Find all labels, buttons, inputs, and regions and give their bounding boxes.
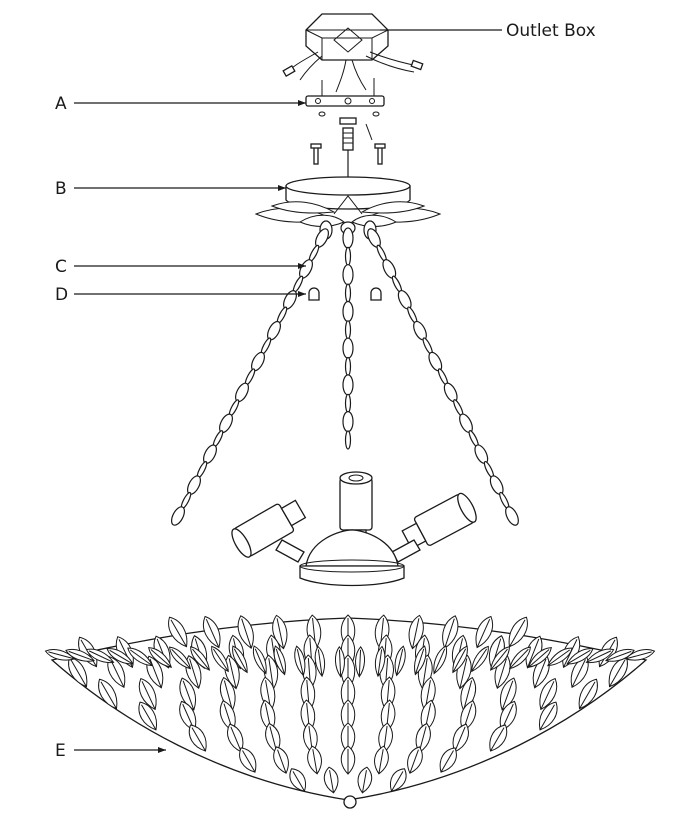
bowl-leaf bbox=[314, 645, 326, 678]
bowl-leaf bbox=[237, 615, 254, 649]
bowl-leaf bbox=[605, 648, 635, 662]
bowl-leaf bbox=[407, 746, 423, 774]
bowl-leaf bbox=[578, 678, 598, 710]
bowl-leaf bbox=[414, 645, 427, 676]
chain-link bbox=[344, 356, 352, 377]
bowl-leaf bbox=[390, 768, 407, 792]
label-b: B bbox=[55, 179, 67, 199]
bowl-leaf bbox=[168, 616, 188, 648]
bowl-leaf bbox=[227, 723, 244, 753]
chain-link bbox=[342, 411, 354, 433]
bowl-leaf bbox=[211, 645, 229, 673]
finial bbox=[343, 795, 357, 809]
chain-link bbox=[344, 283, 352, 303]
label-c: C bbox=[55, 257, 67, 277]
callout-lines bbox=[74, 29, 502, 753]
bowl-leaf bbox=[452, 723, 469, 753]
bowl-leaf bbox=[452, 645, 468, 674]
chain-link bbox=[342, 300, 354, 323]
bowl-leaf bbox=[420, 699, 436, 733]
chain-loops bbox=[308, 287, 382, 301]
chain-link bbox=[344, 393, 352, 413]
bowl-leaf bbox=[185, 655, 202, 690]
bowl-leaf bbox=[106, 648, 134, 665]
chain-link bbox=[171, 506, 185, 526]
bowl-leaf bbox=[508, 646, 531, 670]
chain-link bbox=[344, 320, 352, 340]
bowl-leaf bbox=[340, 699, 356, 733]
chain-link bbox=[505, 506, 519, 526]
bowl-leaf bbox=[239, 747, 257, 773]
bowl-leaf bbox=[169, 646, 192, 670]
bowl-leaf bbox=[65, 648, 95, 662]
bowl-leaf bbox=[323, 766, 339, 794]
bowl-leaf bbox=[190, 646, 211, 671]
bowl-leaf bbox=[148, 647, 173, 668]
bowl-leaf bbox=[232, 645, 248, 674]
bowl-leaf bbox=[538, 701, 558, 731]
chain-link bbox=[342, 337, 354, 359]
bowl-leaf bbox=[294, 645, 306, 677]
bowl-leaf bbox=[475, 615, 494, 649]
bowl-leaf bbox=[355, 646, 366, 678]
bowl-leaf bbox=[442, 615, 459, 649]
bowl-leaf bbox=[138, 677, 157, 711]
chain-link bbox=[342, 374, 354, 396]
bowl-leaf bbox=[252, 645, 267, 675]
chain-link bbox=[344, 246, 352, 266]
bowl-leaf bbox=[202, 615, 221, 649]
bowl-leaf bbox=[98, 678, 118, 710]
bowl-leaf bbox=[44, 649, 76, 661]
bowl-leaf bbox=[289, 768, 306, 792]
bowl-leaf bbox=[624, 649, 656, 661]
bowl-leaf bbox=[188, 724, 207, 752]
bowl-leaf bbox=[585, 648, 615, 664]
bowl-leaf bbox=[394, 645, 406, 677]
socket-cluster bbox=[231, 471, 477, 587]
label-a: A bbox=[55, 94, 67, 114]
bowl-leaf bbox=[433, 645, 448, 675]
bowl-leaf bbox=[374, 645, 386, 678]
label-e: E bbox=[55, 741, 66, 761]
bowl-leaf bbox=[273, 746, 289, 774]
canopy-leaves bbox=[254, 201, 442, 227]
bowl-leaf bbox=[374, 745, 389, 775]
bowl-leaf bbox=[340, 745, 356, 775]
bowl-leaf bbox=[357, 766, 373, 794]
chains bbox=[171, 227, 519, 526]
supply-wires bbox=[282, 51, 424, 93]
bowl-leaves bbox=[44, 614, 656, 794]
mounting-crossbar bbox=[305, 78, 385, 117]
bowl-leaf bbox=[179, 677, 197, 711]
chain-link bbox=[342, 264, 354, 286]
bowl-leaf bbox=[539, 677, 558, 711]
bowl-leaf bbox=[499, 677, 517, 711]
bowl-leaf bbox=[138, 701, 158, 731]
bowl-leaf bbox=[334, 646, 345, 678]
outlet-box bbox=[305, 13, 389, 61]
mounting-screws bbox=[310, 143, 386, 165]
bowl-leaf bbox=[439, 747, 457, 773]
bowl-leaf bbox=[127, 647, 153, 667]
bowl-leaf bbox=[85, 648, 115, 664]
label-d: D bbox=[55, 285, 68, 305]
bowl-leaf bbox=[547, 647, 573, 667]
chain-link bbox=[342, 227, 354, 249]
bowl-leaf bbox=[508, 616, 528, 648]
bowl-leaf bbox=[489, 646, 510, 671]
threaded-nipple bbox=[339, 117, 373, 184]
bowl-leaf bbox=[566, 648, 594, 665]
bowl-leaf bbox=[273, 645, 286, 676]
chain-link bbox=[344, 430, 352, 450]
bowl-leaf bbox=[489, 724, 508, 752]
bowl-leaf bbox=[307, 745, 322, 775]
outlet-box-label: Outlet Box bbox=[506, 21, 596, 41]
canopy bbox=[285, 176, 411, 215]
bowl-leaf bbox=[527, 647, 552, 668]
bowl-leaf bbox=[471, 645, 489, 673]
bowl-leaf bbox=[224, 654, 240, 690]
